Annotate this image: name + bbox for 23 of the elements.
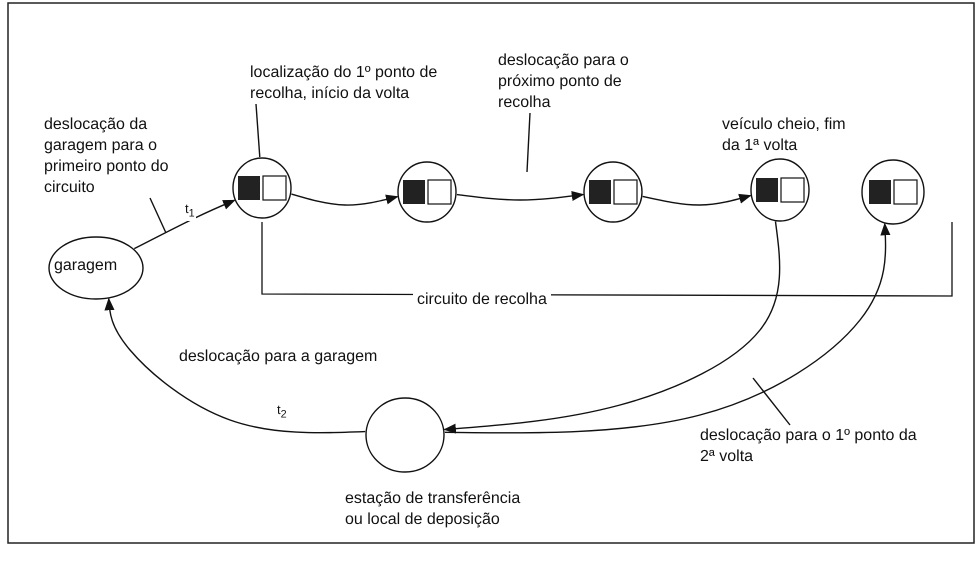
arrow [456,191,584,202]
leader-line [149,198,167,234]
arrow [642,194,752,206]
collection-point-circle [861,159,925,225]
annotation-text: deslocação da garagem para o primeiro ponto do circuito [44,114,194,198]
collection-point-circle [583,161,643,223]
collection-point-circle [750,158,810,222]
arrow [443,222,780,434]
arrow [104,298,366,434]
annotation-text: deslocação para o próximo ponto de recolha [498,50,638,113]
annotation-text: localização do 1º ponto de recolha, início da volta [250,62,470,104]
arrow [291,193,399,206]
leader-line [255,104,260,158]
arrow [444,222,890,434]
arrow [134,200,236,250]
leader-line [526,112,531,172]
leader-line [752,378,791,426]
collection-point-circle [232,157,292,219]
collection-point-circle [397,161,457,223]
station-circle [365,397,445,473]
annotation-text: deslocação para o 1º ponto da 2ª volta [700,425,925,467]
garage-ellipse: garagem [48,236,144,300]
edge-label: t$_{1}$ [184,202,196,221]
